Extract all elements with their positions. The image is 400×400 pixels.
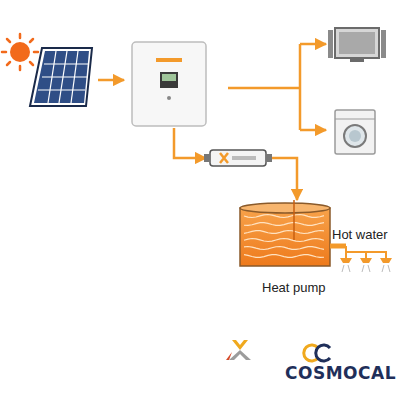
hot-water-outlet: [330, 246, 392, 272]
water-tank-icon: [240, 200, 330, 266]
heating-controller-icon: [204, 150, 272, 166]
sun-icon: [2, 34, 38, 70]
washing-machine-icon: [335, 110, 375, 154]
supply-line: [174, 44, 326, 200]
television-icon: [328, 28, 386, 62]
water-wave: [244, 247, 324, 250]
water-wave: [244, 255, 324, 258]
tank-label: Heat pump: [262, 281, 326, 295]
inverter-icon: [132, 42, 206, 126]
solar-panel-icon: [30, 48, 92, 106]
water-wave: [244, 231, 324, 234]
outlet-label: Hot water: [332, 228, 388, 242]
brand-watermark: COSMOCAL: [285, 364, 396, 383]
water-wave: [244, 215, 324, 218]
water-wave: [244, 223, 324, 226]
water-wave: [244, 239, 324, 242]
brand-logo-mark: [226, 340, 330, 361]
flow-arrow: [98, 79, 124, 82]
